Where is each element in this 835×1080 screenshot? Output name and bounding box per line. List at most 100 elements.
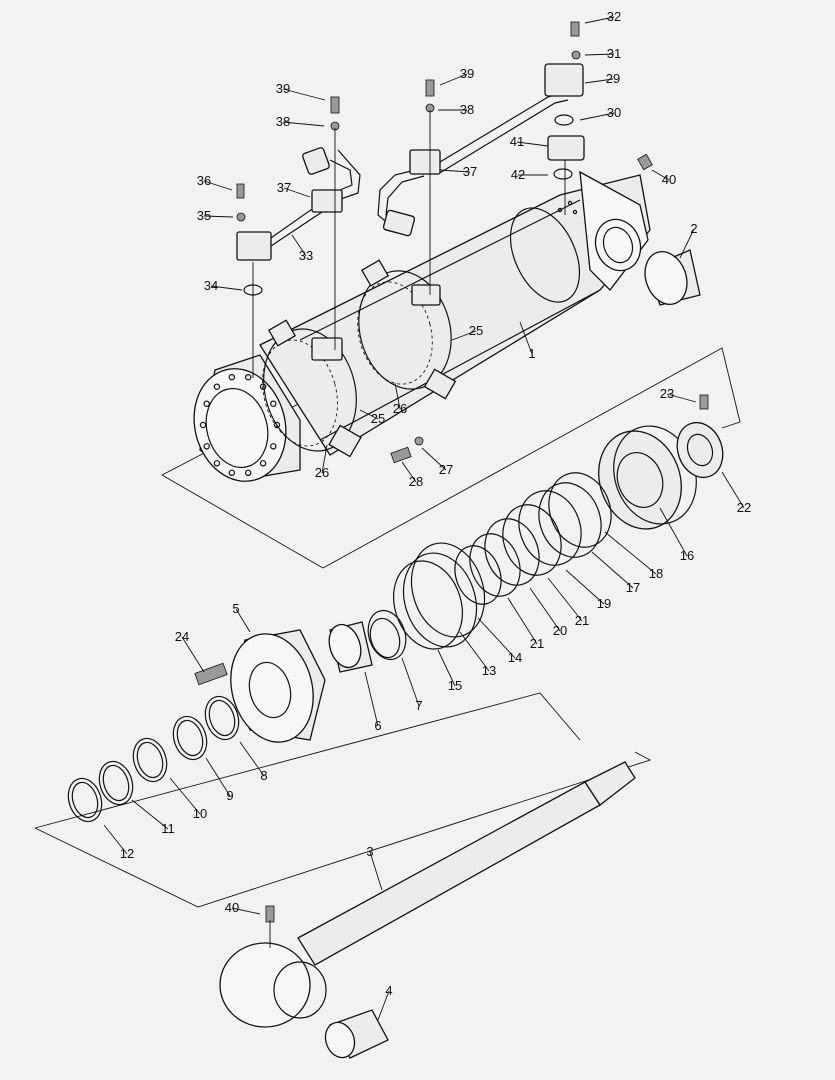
callouts-layer: 1234567891011121314151617181920212122232… bbox=[103, 9, 751, 1021]
seal-ring bbox=[538, 482, 602, 558]
callout-leader-16 bbox=[659, 507, 688, 557]
callout-label-15: 15 bbox=[448, 678, 462, 693]
callout-label-17: 17 bbox=[626, 580, 640, 595]
callout-leader-17 bbox=[591, 551, 634, 589]
callout-leader-15 bbox=[437, 649, 456, 687]
rod-seal-ring bbox=[176, 719, 204, 757]
rod-seal-ring bbox=[102, 764, 130, 802]
callout-label-2: 2 bbox=[690, 221, 697, 236]
pipe-clamp-rear bbox=[357, 259, 457, 400]
callout-label-21a: 21 bbox=[530, 636, 544, 651]
callout-label-25a: 25 bbox=[469, 323, 483, 338]
bolt-hole bbox=[244, 469, 252, 476]
callout-label-21b: 21 bbox=[575, 613, 589, 628]
callout-leader-10 bbox=[169, 777, 201, 815]
callout-label-26a: 26 bbox=[393, 401, 407, 416]
callout-leader-14 bbox=[477, 617, 516, 659]
callout-leader-39a bbox=[439, 73, 468, 86]
callout-label-19: 19 bbox=[597, 596, 611, 611]
callout-label-23: 23 bbox=[660, 386, 674, 401]
bolt-hole bbox=[244, 374, 252, 381]
callout-leader-25b bbox=[359, 409, 379, 420]
callout-leader-29 bbox=[584, 78, 614, 84]
callout-leader-6 bbox=[364, 671, 379, 727]
callout-leader-23 bbox=[666, 393, 697, 403]
rod-cover bbox=[230, 629, 326, 743]
callout-label-12: 12 bbox=[120, 846, 134, 861]
callout-leader-7 bbox=[401, 657, 420, 707]
seal-ring bbox=[548, 472, 612, 548]
callout-label-29: 29 bbox=[606, 71, 620, 86]
seal-ring bbox=[518, 490, 582, 566]
callout-label-6: 6 bbox=[374, 718, 381, 733]
callout-leader-13 bbox=[459, 631, 490, 672]
callout-leader-25a bbox=[451, 330, 477, 341]
hydraulic-pipe-long bbox=[377, 63, 585, 237]
callout-leader-4 bbox=[377, 990, 390, 1021]
callout-label-39a: 39 bbox=[460, 66, 474, 81]
callout-leader-3 bbox=[369, 851, 383, 891]
callout-label-35: 35 bbox=[197, 208, 211, 223]
seal-ring bbox=[469, 533, 521, 597]
callout-label-40b: 40 bbox=[225, 900, 239, 915]
cylinder-tube bbox=[259, 170, 651, 456]
bolt-hole bbox=[199, 421, 207, 429]
callout-leader-21b bbox=[547, 577, 583, 622]
rod-seal-ring bbox=[204, 695, 240, 741]
piston-rod bbox=[219, 761, 636, 1059]
callout-label-24: 24 bbox=[175, 629, 189, 644]
callout-leader-38b bbox=[282, 121, 325, 127]
rod-seal-ring bbox=[132, 737, 168, 783]
callout-label-4: 4 bbox=[385, 983, 392, 998]
bolt-hole bbox=[203, 443, 210, 450]
callout-label-1: 1 bbox=[528, 346, 535, 361]
callout-label-9: 9 bbox=[226, 788, 233, 803]
callout-label-32: 32 bbox=[607, 9, 621, 24]
callout-leader-27 bbox=[421, 447, 447, 471]
callout-label-26b: 26 bbox=[315, 465, 329, 480]
callout-label-16: 16 bbox=[680, 548, 694, 563]
callout-leader-32 bbox=[584, 16, 615, 24]
callout-leader-40b bbox=[231, 907, 261, 915]
callout-leader-21a bbox=[507, 597, 538, 645]
callout-leader-11 bbox=[131, 799, 169, 830]
callout-leader-31 bbox=[584, 53, 615, 56]
assembly-frame-lower bbox=[34, 692, 652, 908]
callout-leader-35 bbox=[203, 215, 234, 218]
callout-label-5: 5 bbox=[232, 601, 239, 616]
callout-leader-26b bbox=[321, 444, 328, 474]
wear-rings bbox=[367, 542, 486, 661]
callout-leader-2 bbox=[679, 228, 695, 259]
seal-ring bbox=[454, 545, 502, 605]
callout-leader-36 bbox=[203, 180, 233, 191]
callout-label-38b: 38 bbox=[276, 114, 290, 129]
callout-label-37b: 37 bbox=[277, 180, 291, 195]
bolt-hole bbox=[270, 400, 277, 407]
rod-seal-ring bbox=[208, 699, 236, 737]
callout-leader-28 bbox=[401, 461, 417, 483]
callout-label-34: 34 bbox=[204, 278, 218, 293]
callout-label-27: 27 bbox=[439, 462, 453, 477]
callout-leader-20 bbox=[529, 587, 561, 632]
callout-label-13: 13 bbox=[482, 663, 496, 678]
callout-leader-1 bbox=[519, 321, 533, 355]
bolt-hole bbox=[213, 460, 221, 467]
callout-label-42: 42 bbox=[511, 167, 525, 182]
hydraulic-pipe-short bbox=[236, 147, 361, 261]
callout-leader-5 bbox=[235, 608, 251, 633]
callout-leader-37b bbox=[283, 187, 311, 198]
pin-bushing-2 bbox=[644, 249, 701, 306]
callout-leader-26a bbox=[394, 382, 401, 410]
rod-bushing bbox=[328, 621, 373, 673]
callout-label-10: 10 bbox=[193, 806, 207, 821]
bolt-hardware bbox=[236, 21, 653, 464]
bolt-hole bbox=[259, 460, 267, 467]
rod-seal-ring bbox=[71, 781, 99, 819]
callout-label-39b: 39 bbox=[276, 81, 290, 96]
callout-label-11: 11 bbox=[161, 821, 175, 836]
callout-leader-9 bbox=[205, 757, 231, 797]
callout-label-22: 22 bbox=[737, 500, 751, 515]
socket-bolt bbox=[194, 662, 228, 686]
seal-rings bbox=[454, 472, 612, 605]
